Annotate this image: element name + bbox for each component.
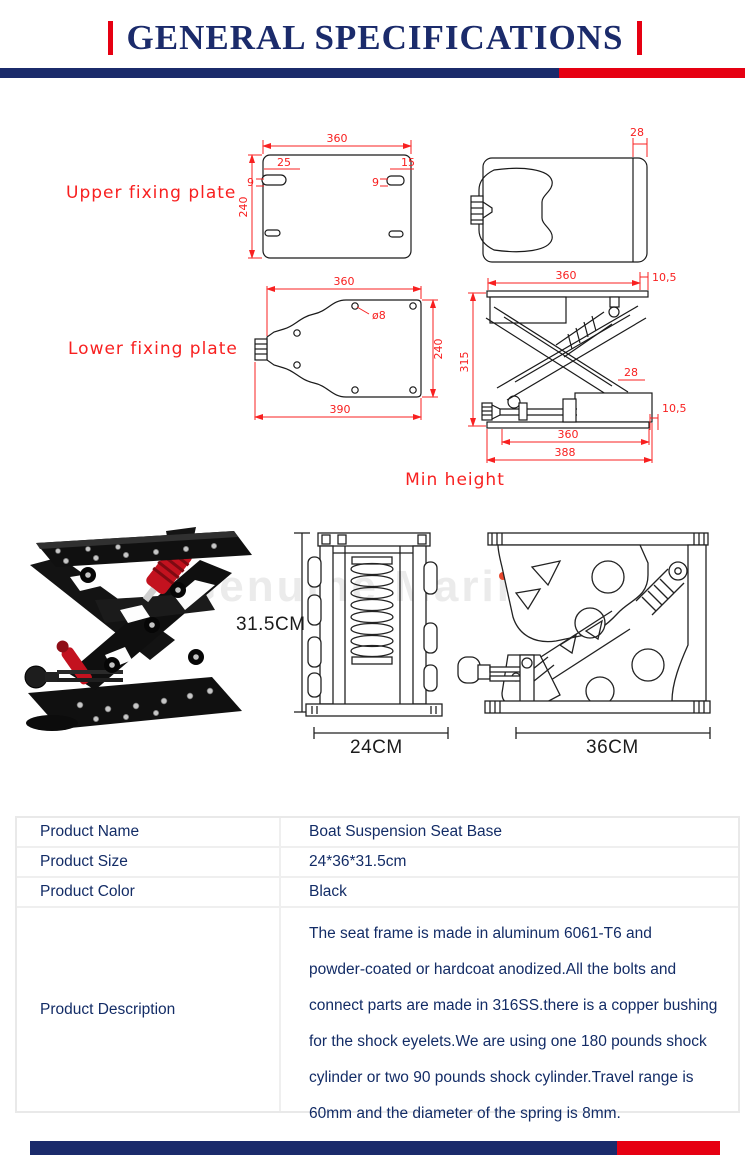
dim-upper-flange: 28 [630,126,644,139]
dim-slot-left-offset: 9 [247,176,254,189]
upper-plate-top-view: 360 240 25 9 15 9 [237,132,415,259]
row-label: Product Size [17,848,281,876]
dim-slot-left: 25 [277,156,291,169]
description-line: The seat frame is made in aluminum 6061-… [309,925,652,942]
header-left-red-bar [107,21,113,55]
product-photo [24,527,252,731]
dim-slot-right: 15 [401,156,415,169]
row-label: Product Name [17,818,281,846]
page-title: GENERAL SPECIFICATIONS [126,18,624,57]
min-height-label: Min height [405,470,505,490]
upper-plate-label: Upper fixing plate [66,183,237,203]
dim-product-height: 31.5CM [236,614,306,635]
dim-slot-right-offset: 9 [372,176,379,189]
dim-side-bot-offset: 10,5 [662,402,687,415]
dim-lower-height: 240 [432,339,445,360]
dim-lower-hole: ø8 [372,309,386,322]
row-value: Boat Suspension Seat Base [309,823,503,840]
product-views [24,527,711,739]
dim-lower-width2: 390 [330,403,351,416]
lower-plate-label: Lower fixing plate [68,339,238,359]
table-row-name: Product Name Boat Suspension Seat Base [17,818,738,848]
dim-side-base-width: 360 [558,428,579,441]
header-right-red-bar [637,21,643,55]
top-divider-navy [0,68,559,78]
dim-upper-height: 240 [237,197,250,218]
row-value: 24*36*31.5cm [309,853,407,870]
min-height-side-view: 360 10,5 28 [458,269,687,463]
row-label: Product Color [17,878,281,906]
dim-side-total-width: 388 [555,446,576,459]
dim-lower-width: 360 [334,275,355,288]
page-header: GENERAL SPECIFICATIONS [0,12,750,64]
watermark-red-dot [499,572,507,580]
top-divider-red [559,68,745,78]
row-value-description: The seat frame is made in aluminum 6061-… [281,908,738,1122]
dim-side-top-offset: 10,5 [652,271,677,284]
dim-upper-width: 360 [327,132,348,145]
spec-table: Product Name Boat Suspension Seat Base P… [15,816,740,1122]
dim-side-top-width: 360 [556,269,577,282]
table-row-description: Product Description The seat frame is ma… [17,908,738,1122]
dim-product-side-width: 36CM [586,737,639,758]
table-row-color: Product Color Black [17,878,738,908]
description-line: 60mm and the diameter of the spring is 8… [309,1105,621,1122]
description-line: connect parts are made in 316SS.there is… [309,997,718,1014]
table-row-size: Product Size 24*36*31.5cm [17,848,738,878]
dim-side-flange: 28 [624,366,638,379]
upper-plate-bottom-view: 28 [470,126,648,263]
lower-plate-top-view: 360 ø8 240 390 [254,275,445,420]
description-line: cylinder or two 90 pounds shock cylinder… [309,1069,694,1086]
description-line: powder-coated or hardcoat anodized.All t… [309,961,677,978]
dim-product-front-width: 24CM [350,737,403,758]
side-view-drawing [457,532,711,739]
bottom-divider-red [617,1141,720,1155]
front-view-drawing [294,532,449,739]
description-line: for the shock eyelets.We are using one 1… [309,1033,707,1050]
dim-side-height: 315 [458,352,471,373]
row-label: Product Description [17,908,281,1111]
row-value: Black [309,883,347,900]
technical-drawings: 360 240 25 9 15 9 [237,126,687,463]
bottom-divider-navy [30,1141,617,1155]
